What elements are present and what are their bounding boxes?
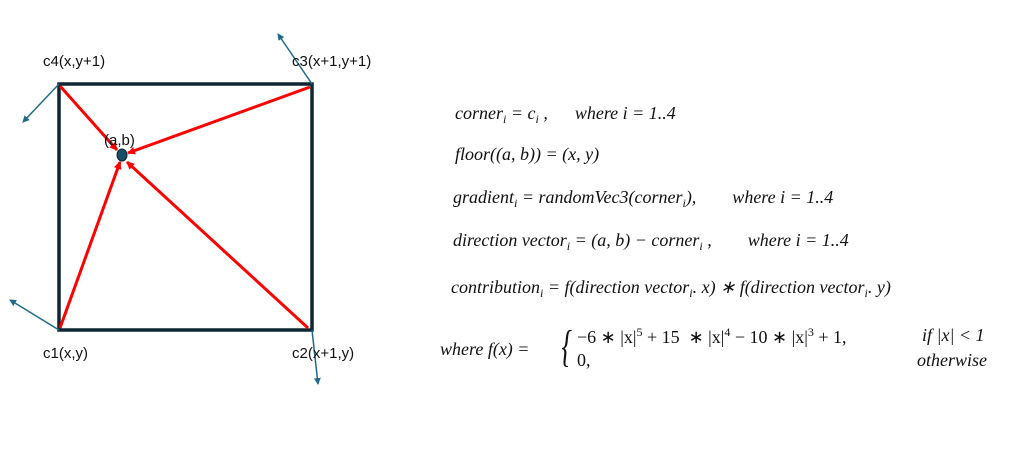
formula-text: = c <box>506 103 536 123</box>
gradient-arrow-c4 <box>22 83 60 123</box>
formula-lhs: where f(x) = <box>440 339 534 359</box>
corner-label-c3: c3(x+1,y+1) <box>292 53 372 70</box>
gradient-arrow-c1 <box>9 299 60 331</box>
subscript: i <box>503 112 507 126</box>
formula-text: −6 ∗ |x| <box>577 327 637 347</box>
formula-text: − 10 ∗ |x| <box>730 327 808 347</box>
formula-text: + 1, <box>813 327 847 347</box>
formula-gradient: gradienti = randomVec3(corneri), where i… <box>453 187 833 211</box>
corner-label-c1: c1(x,y) <box>43 345 88 362</box>
formula-text: direction vector <box>453 230 567 250</box>
formula-contribution: contributioni = f(direction vectori. x) … <box>451 277 891 301</box>
formula-text: gradient <box>453 187 514 207</box>
gradient-arrow-c2 <box>311 329 321 385</box>
formula-text: . x) ∗ f(direction vector <box>692 277 865 297</box>
grid-cell-square <box>57 82 314 332</box>
piecewise-brace: { <box>561 322 573 371</box>
sample-point <box>116 148 128 162</box>
formula-corner: corneri = ci , where i = 1..4 <box>455 103 676 127</box>
formula-text: + 15 ∗ |x| <box>642 327 725 347</box>
formula-text: corner <box>455 103 503 123</box>
formula-text: . y) <box>867 277 891 297</box>
subscript: i <box>699 239 703 253</box>
formula-text: ), where i = 1..4 <box>685 187 834 207</box>
subscript: i <box>689 286 693 300</box>
formula-text: contribution <box>451 277 540 297</box>
subscript: i <box>566 239 571 253</box>
direction-vector-c4 <box>58 85 119 151</box>
subscript: i <box>535 112 539 126</box>
subscript: i <box>540 286 544 300</box>
case-1-expression: −6 ∗ |x|5 + 15 ∗ |x|4 − 10 ∗ |x|3 + 1, <box>577 325 847 348</box>
formula-text: = randomVec3(corner <box>517 187 683 207</box>
formula-text: floor((a, b)) = (x, y) <box>455 144 600 164</box>
exponent: 5 <box>636 325 643 339</box>
formula-floor: floor((a, b)) = (x, y) <box>455 144 599 165</box>
direction-vector-c3 <box>127 85 311 155</box>
exponent: 4 <box>724 325 731 339</box>
perlin-cell-diagram <box>9 33 321 385</box>
exponent: 3 <box>807 325 814 339</box>
direction-vector-c1 <box>58 161 122 329</box>
formula-falloff: where f(x) = { −6 ∗ |x|5 + 15 ∗ |x|4 − 1… <box>440 325 1020 375</box>
case-2-condition: otherwise <box>917 350 987 370</box>
subscript: i <box>514 196 518 210</box>
formula-text: = f(direction vector <box>543 277 690 297</box>
corner-label-c2: c2(x+1,y) <box>292 345 355 362</box>
direction-vector-c2 <box>125 160 310 330</box>
point-label: (a,b) <box>104 132 135 149</box>
corner-label-c4: c4(x,y+1) <box>43 53 106 70</box>
formula-text: = (a, b) − corner <box>570 230 700 250</box>
gradient-arrow-c3 <box>277 33 313 85</box>
case-2-expression: 0, <box>577 350 591 370</box>
case-1-condition: if |x| < 1 <box>922 325 985 345</box>
formula-text: , where i = 1..4 <box>702 230 849 250</box>
formula-direction-vector: direction vectori = (a, b) − corneri , w… <box>453 230 849 254</box>
subscript: i <box>682 196 686 210</box>
formula-text: , where i = 1..4 <box>538 103 676 123</box>
subscript: i <box>864 286 868 300</box>
